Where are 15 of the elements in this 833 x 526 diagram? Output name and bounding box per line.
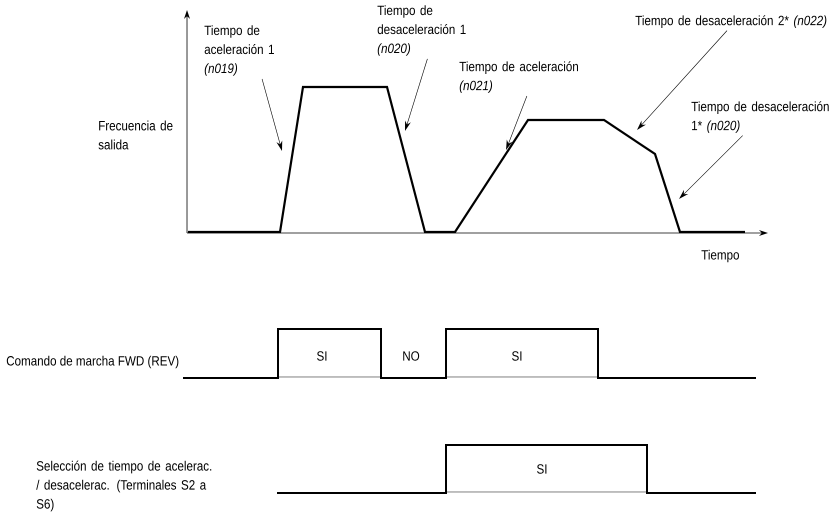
axis-label: Frecuencia de salida	[98, 120, 173, 150]
axis-label: Tiempo	[701, 250, 739, 262]
signal-name: Comando de marcha FWD (REV)	[6, 356, 178, 368]
leader-arrow	[637, 30, 728, 130]
leader-arrow	[679, 135, 743, 199]
state-label: NO	[403, 351, 420, 361]
state-label: SI	[317, 351, 326, 361]
state-label: SI	[512, 351, 522, 361]
callout-text: Tiempo de aceleración (n021)	[459, 61, 578, 93]
state-label: SI	[537, 464, 546, 474]
callout-text: Tiempo de desaceleración 1* (n020)	[691, 101, 829, 133]
callout-text: Tiempo de desaceleración 1 (n020)	[377, 5, 466, 56]
signal-name: Selección de tiempo de acelerac. / desacelerac. (Terminales S2 a S6)	[36, 460, 212, 512]
callout-text: Tiempo de aceleración 1 (n019)	[204, 25, 274, 76]
callout-text: Tiempo de desaceleración 2* (n022)	[635, 15, 826, 28]
